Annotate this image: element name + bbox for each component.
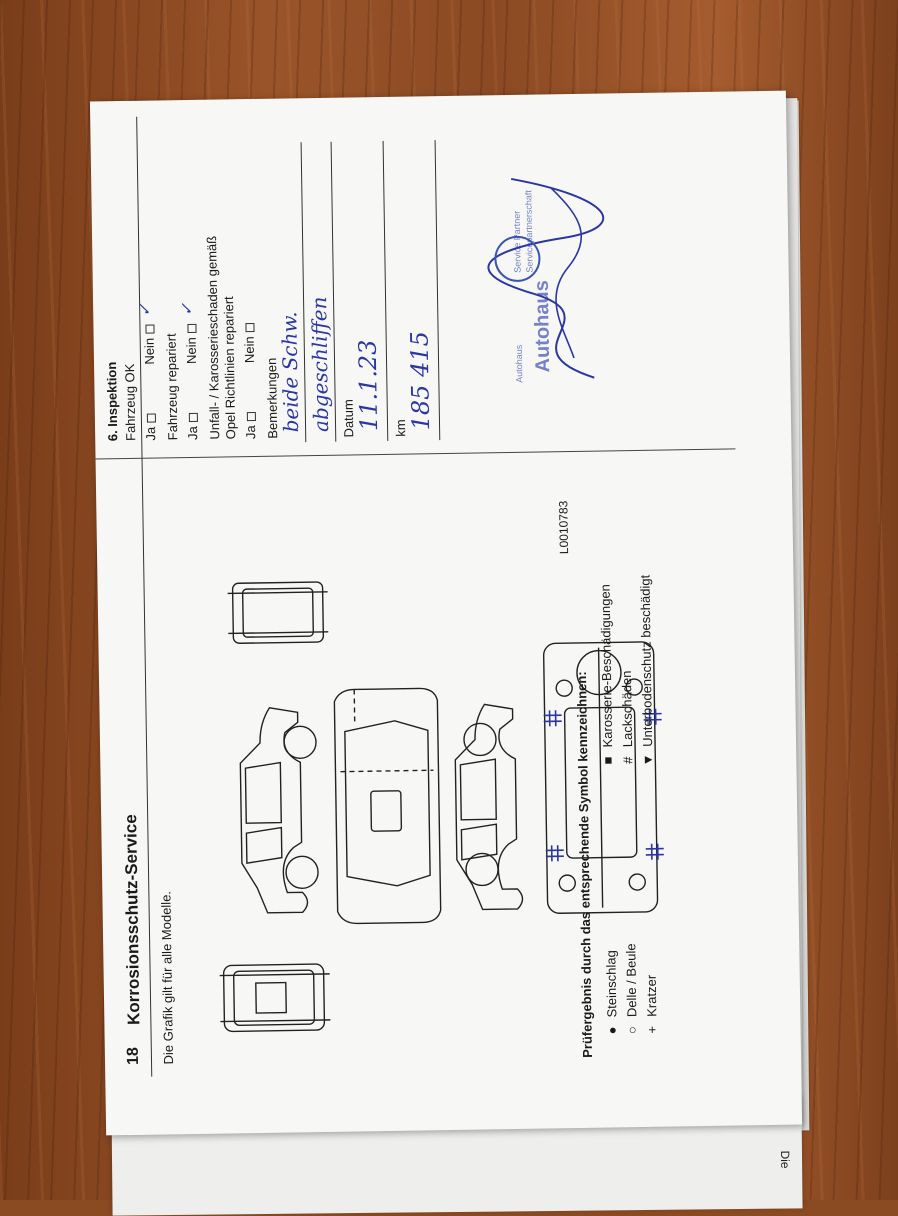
nein-checkbox bbox=[146, 325, 155, 334]
diagram-code: L0010783 bbox=[556, 501, 571, 555]
legend-item: ■ Karosserie-Beschädigungen bbox=[598, 584, 616, 768]
km-handwritten: 185 415 bbox=[406, 331, 436, 431]
legend-symbol: ○ bbox=[624, 1023, 639, 1037]
nein-option: Nein bbox=[183, 324, 199, 364]
page-title: Korrosionsschutz-Service bbox=[121, 814, 144, 1025]
legend-label: Lackschäden bbox=[619, 670, 635, 747]
legend-item: + Kratzer bbox=[644, 975, 660, 1037]
next-page-text: Die bbox=[778, 1150, 792, 1168]
graphic-note: Die Grafik gilt für alle Modelle. bbox=[158, 891, 176, 1065]
legend-symbol: ■ bbox=[600, 753, 615, 767]
nein-checkbox bbox=[245, 323, 254, 332]
ja-checkbox bbox=[189, 413, 198, 422]
rear-view-drawing bbox=[228, 582, 329, 644]
datum-handwritten: 11.1.23 bbox=[354, 339, 383, 431]
fahrzeug-ok-label: Fahrzeug OK bbox=[122, 363, 138, 441]
legend-symbol: ● bbox=[604, 1023, 619, 1037]
legend-item: ● Steinschlag bbox=[603, 950, 619, 1037]
bemerkungen-handwritten-line2: abgeschliffen bbox=[307, 296, 333, 432]
nein-checkbox bbox=[187, 324, 196, 333]
top-view-drawing bbox=[334, 688, 441, 924]
km-line bbox=[435, 140, 441, 440]
handwritten-check-icon: ✓ bbox=[135, 303, 154, 317]
legend-symbol: # bbox=[620, 753, 635, 767]
ja-option: Ja bbox=[243, 412, 258, 439]
legend-label: Unterbodenschutz beschädigt bbox=[637, 575, 655, 747]
nein-option: Nein bbox=[141, 325, 157, 365]
unfall-label-line1: Unfall- / Karosserieschaden gemäß bbox=[204, 236, 222, 440]
booklet-page: 18 Korrosionsschutz-Service Die Grafik g… bbox=[90, 91, 802, 1136]
handwritten-check-icon: ✓ bbox=[177, 302, 196, 316]
legend-item: # Lackschäden bbox=[619, 670, 636, 767]
legend-label: Steinschlag bbox=[603, 950, 619, 1017]
ja-checkbox bbox=[247, 412, 256, 421]
page-content-rotated: 18 Korrosionsschutz-Service Die Grafik g… bbox=[90, 91, 802, 1136]
ja-option: Ja bbox=[185, 413, 200, 440]
page-number: 18 bbox=[125, 1047, 143, 1065]
legend-item: ▼ Unterbodenschutz beschädigt bbox=[637, 575, 655, 767]
nein-option: Nein bbox=[241, 323, 257, 363]
ja-option: Ja bbox=[143, 414, 158, 441]
legend-label: Delle / Beule bbox=[623, 943, 639, 1017]
legend-item: ○ Delle / Beule bbox=[623, 943, 639, 1037]
ja-checkbox bbox=[147, 414, 156, 423]
fahrzeug-repariert-label: Fahrzeug repariert bbox=[164, 333, 181, 440]
datum-line bbox=[383, 141, 389, 441]
unfall-label-line2: Opel Richtlinien repariert bbox=[221, 296, 238, 439]
legend-symbol: + bbox=[644, 1023, 659, 1037]
legend-label: Karosserie-Beschädigungen bbox=[598, 584, 616, 748]
legend-symbol: ▼ bbox=[640, 753, 655, 767]
km-label: km bbox=[393, 419, 408, 437]
legend-label: Kratzer bbox=[644, 975, 660, 1017]
inspection-title: 6. Inspektion bbox=[104, 362, 120, 442]
side-view-right-drawing bbox=[239, 707, 318, 913]
front-view-drawing bbox=[220, 964, 331, 1032]
side-view-left-drawing bbox=[454, 704, 522, 910]
handwritten-signature bbox=[471, 167, 624, 389]
bemerkungen-handwritten-line1: beide Schw. bbox=[277, 311, 303, 432]
